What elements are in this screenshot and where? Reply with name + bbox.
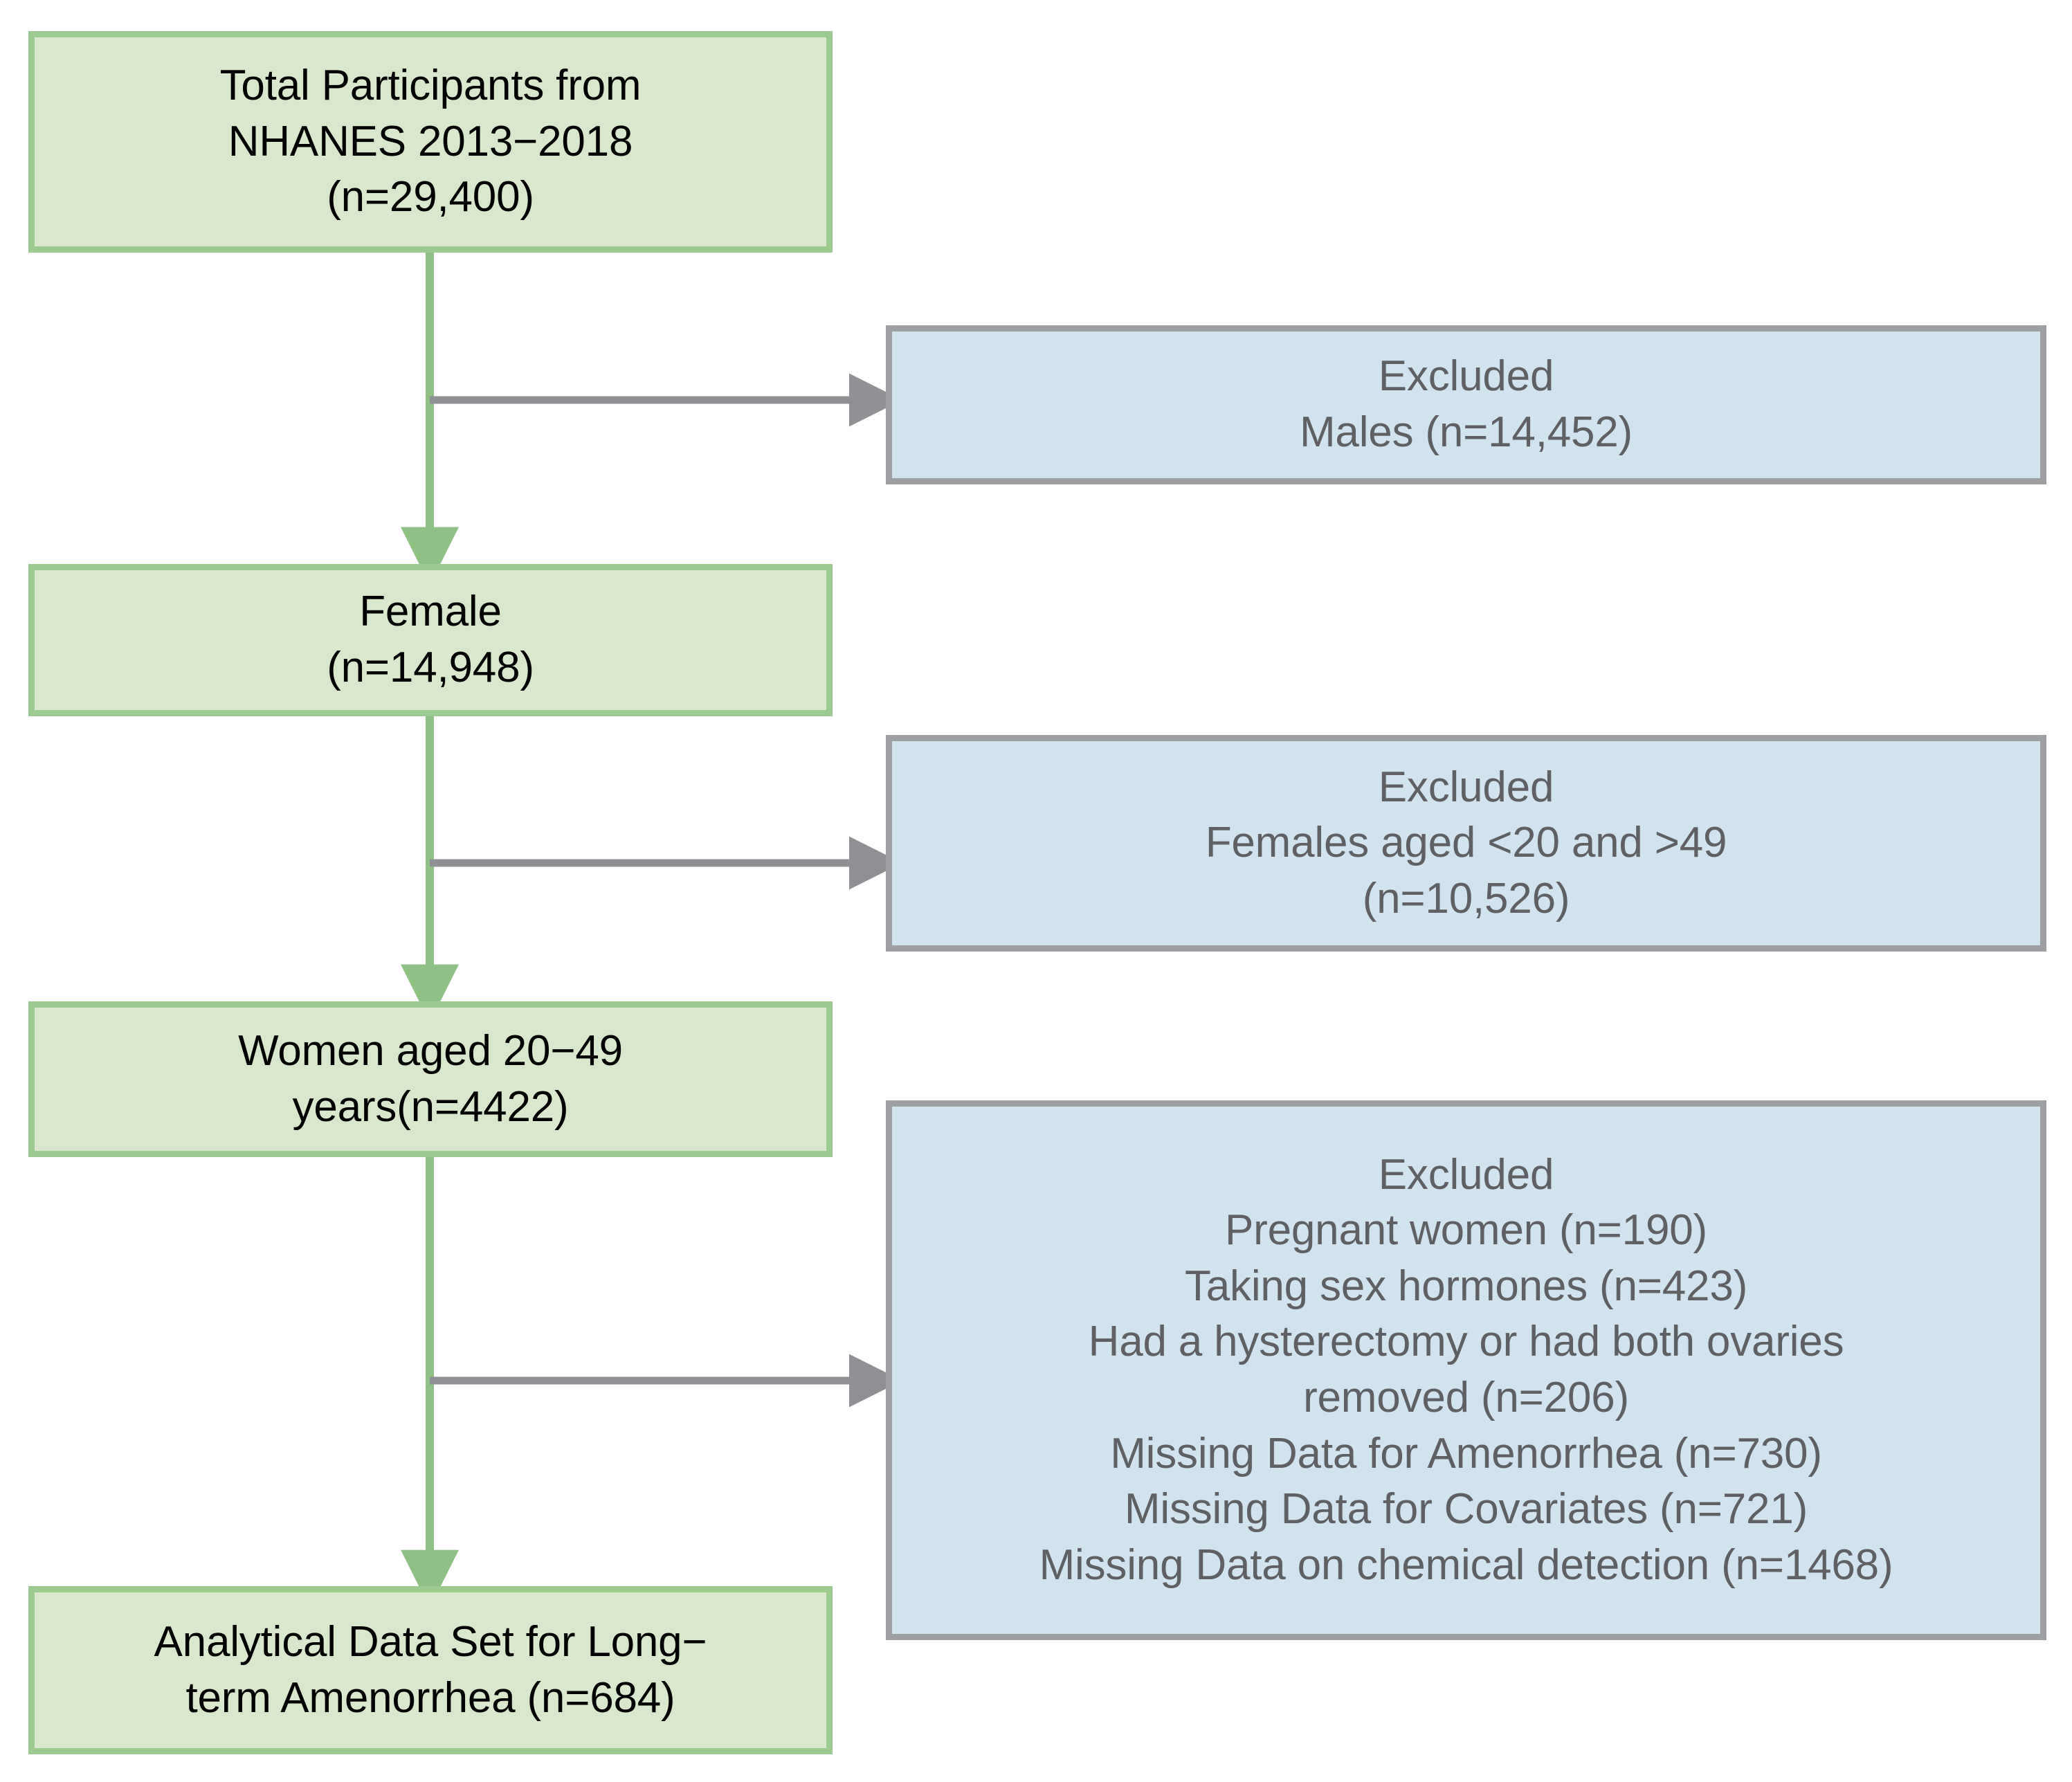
node-female-line-1: Female	[359, 588, 502, 636]
node-excluded-other-line-7: Missing Data for Covariates (n=721)	[1124, 1485, 1808, 1534]
node-analytical-data-set: Analytical Data Set for Long− term Ameno…	[28, 1586, 833, 1754]
node-excluded-other-line-3: Taking sex hormones (n=423)	[1184, 1262, 1748, 1310]
node-women-aged-20-49-line-2: years(n=4422)	[292, 1082, 569, 1131]
node-excluded-other: Excluded Pregnant women (n=190) Taking s…	[886, 1100, 2046, 1640]
node-female: Female (n=14,948)	[28, 564, 833, 716]
node-total-participants-line-1: Total Participants from	[219, 62, 642, 110]
node-female-line-2: (n=14,948)	[327, 644, 534, 691]
node-analytical-data-set-line-2: term Amenorrhea (n=684)	[185, 1673, 675, 1722]
node-excluded-males: Excluded Males (n=14,452)	[886, 325, 2046, 484]
node-excluded-other-line-4: Had a hysterectomy or had both ovaries	[1088, 1318, 1844, 1366]
node-excluded-age: Excluded Females aged <20 and >49 (n=10,…	[886, 735, 2046, 952]
node-analytical-data-set-line-1: Analytical Data Set for Long−	[154, 1617, 707, 1666]
node-excluded-age-line-3: (n=10,526)	[1362, 874, 1570, 922]
node-total-participants-line-3: (n=29,400)	[327, 173, 534, 221]
node-excluded-other-line-2: Pregnant women (n=190)	[1225, 1206, 1707, 1255]
node-total-participants: Total Participants from NHANES 2013−2018…	[28, 31, 833, 253]
node-excluded-other-line-1: Excluded	[1378, 1150, 1554, 1199]
node-women-aged-20-49-line-1: Women aged 20−49	[238, 1026, 623, 1075]
node-excluded-males-line-2: Males (n=14,452)	[1299, 408, 1633, 456]
node-excluded-other-line-8: Missing Data on chemical detection (n=14…	[1039, 1540, 1893, 1589]
node-total-participants-line-2: NHANES 2013−2018	[228, 117, 633, 165]
node-excluded-other-line-5: removed (n=206)	[1303, 1374, 1629, 1421]
node-excluded-other-line-6: Missing Data for Amenorrhea (n=730)	[1110, 1429, 1822, 1478]
node-excluded-age-line-1: Excluded	[1378, 763, 1554, 811]
node-women-aged-20-49: Women aged 20−49 years(n=4422)	[28, 1001, 833, 1157]
node-excluded-age-line-2: Females aged <20 and >49	[1205, 819, 1727, 867]
node-excluded-males-line-1: Excluded	[1378, 352, 1554, 401]
